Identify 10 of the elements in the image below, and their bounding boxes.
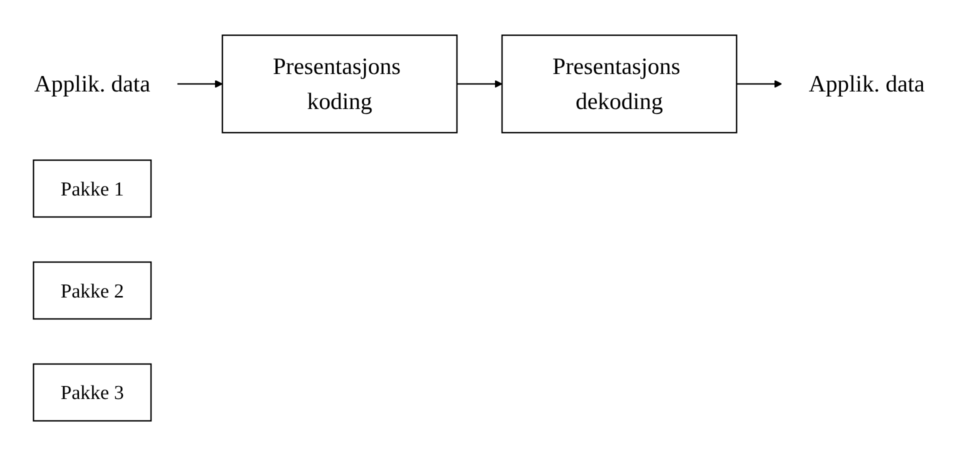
node-box: Pakke 3 (32, 364, 152, 422)
node-box: Presentasjons dekoding (501, 35, 738, 134)
node-box: Pakke 2 (32, 262, 152, 320)
arrow (177, 80, 223, 88)
node-box: Presentasjons koding (222, 35, 458, 134)
node-box: Pakke 1 (32, 160, 152, 218)
node-text: Applik. data (34, 71, 150, 98)
arrow (736, 80, 782, 88)
arrow (456, 80, 502, 88)
node-text: Applik. data (808, 71, 925, 98)
